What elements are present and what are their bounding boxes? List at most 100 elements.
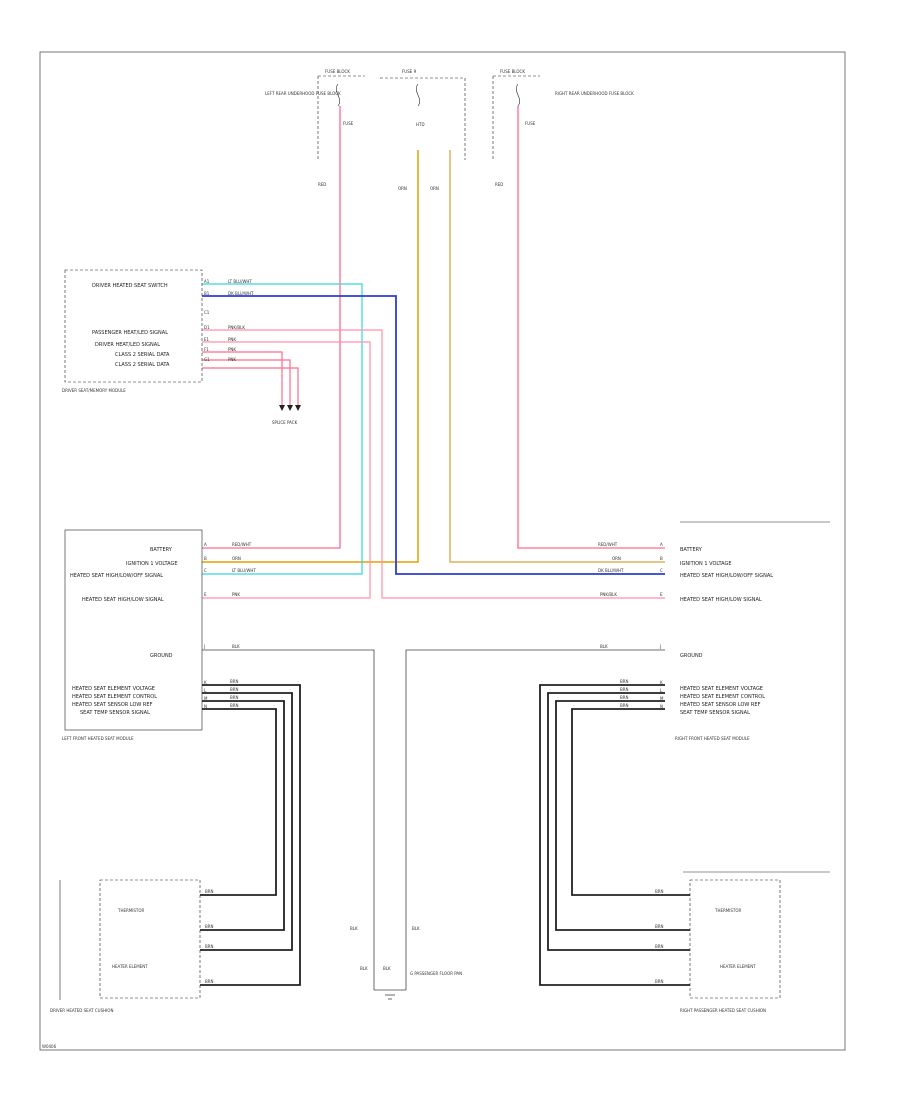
wire-pnk-passenger (202, 329, 665, 599)
svg-text:J: J (659, 644, 661, 649)
svg-text:BRN: BRN (205, 979, 214, 984)
svg-text:CLASS 2 SERIAL DATA: CLASS 2 SERIAL DATA (115, 362, 170, 368)
footer-code: W0406 (42, 1044, 57, 1049)
svg-text:C1: C1 (204, 310, 210, 315)
svg-text:HEATED SEAT HIGH/LOW SIGNAL: HEATED SEAT HIGH/LOW SIGNAL (82, 597, 164, 603)
module-top-title: DRIVER SEAT/MEMORY MODULE (62, 388, 126, 393)
seat-right-title: RIGHT PASSENGER HEATED SEAT CUSHION (680, 1008, 766, 1013)
svg-text:M: M (204, 696, 208, 701)
fuse-left-desc: LEFT REAR UNDERHOOD FUSE BLOCK (265, 91, 341, 96)
svg-text:DK BLU/WHT: DK BLU/WHT (598, 568, 624, 573)
svg-text:PNK: PNK (228, 347, 236, 352)
wire-label-3: ORN (430, 186, 439, 191)
svg-text:HEATED SEAT ELEMENT VOLTAGE: HEATED SEAT ELEMENT VOLTAGE (680, 686, 763, 692)
svg-text:ORN: ORN (612, 556, 621, 561)
module-left-title: LEFT FRONT HEATED SEAT MODULE (62, 736, 134, 741)
svg-text:PNK: PNK (232, 592, 240, 597)
svg-text:L: L (204, 688, 207, 693)
wire-label-1: RED (318, 182, 326, 187)
svg-text:FUSE 9: FUSE 9 (402, 69, 417, 74)
svg-text:THERMISTOR: THERMISTOR (714, 908, 742, 913)
svg-text:K: K (204, 680, 207, 685)
svg-text:BLK: BLK (383, 966, 391, 971)
svg-text:B1: B1 (204, 291, 210, 296)
svg-text:GROUND: GROUND (150, 653, 173, 659)
svg-text:BLK: BLK (412, 926, 420, 931)
fuse-right-desc: RIGHT REAR UNDERHOOD FUSE BLOCK (555, 91, 634, 96)
svg-text:BRN: BRN (620, 687, 629, 692)
svg-text:B: B (204, 556, 207, 561)
svg-text:PNK/BLK: PNK/BLK (600, 592, 617, 597)
wires-right-seat (539, 684, 690, 986)
svg-text:N: N (204, 704, 207, 709)
svg-text:BATTERY: BATTERY (150, 547, 173, 553)
wire-dk-blu-switch (202, 295, 665, 575)
svg-text:HEATED SEAT SENSOR LOW REF: HEATED SEAT SENSOR LOW REF (72, 702, 153, 708)
splice-pack-label: SPLICE PACK (272, 420, 298, 425)
svg-text:DRIVER HEAT/LED SIGNAL: DRIVER HEAT/LED SIGNAL (95, 342, 160, 348)
svg-text:BRN: BRN (655, 889, 664, 894)
svg-text:HEATER ELEMENT: HEATER ELEMENT (720, 964, 756, 969)
svg-text:RED/WHT: RED/WHT (598, 542, 618, 547)
svg-text:BRN: BRN (655, 924, 664, 929)
svg-text:D1: D1 (204, 325, 210, 330)
wire-ground-right (405, 649, 665, 990)
svg-text:BLK: BLK (232, 644, 240, 649)
svg-text:E1: E1 (204, 337, 210, 342)
svg-text:E: E (204, 592, 207, 597)
svg-text:ORN: ORN (232, 556, 241, 561)
svg-text:F1: F1 (204, 347, 209, 352)
svg-text:E: E (660, 592, 663, 597)
svg-text:THERMISTOR: THERMISTOR (117, 908, 145, 913)
wire-serial-1 (202, 351, 283, 405)
svg-text:PNK: PNK (228, 337, 236, 342)
ground-point: BLK BLK BLK BLK G PASSENGER FLOOR PAN (350, 926, 462, 1000)
svg-text:BRN: BRN (230, 679, 239, 684)
svg-text:IGNITION 1 VOLTAGE: IGNITION 1 VOLTAGE (126, 561, 178, 567)
svg-text:BRN: BRN (655, 979, 664, 984)
svg-text:BRN: BRN (620, 703, 629, 708)
svg-text:BRN: BRN (620, 695, 629, 700)
svg-text:A1: A1 (204, 279, 210, 284)
module-top-pin-labels: DRIVER HEATED SEAT SWITCH A1 LT BLU/WHT … (92, 279, 254, 368)
svg-text:A: A (204, 542, 207, 547)
svg-text:G1: G1 (204, 357, 210, 362)
svg-text:BRN: BRN (205, 944, 214, 949)
svg-text:FUSE BLOCK: FUSE BLOCK (500, 69, 525, 74)
svg-text:C: C (660, 568, 663, 573)
svg-text:A: A (660, 542, 663, 547)
svg-text:HTD: HTD (416, 122, 425, 127)
svg-text:FUSE BLOCK: FUSE BLOCK (325, 69, 350, 74)
svg-text:LT BLU/WHT: LT BLU/WHT (232, 568, 256, 573)
svg-text:B: B (660, 556, 663, 561)
wire-red-right-battery (517, 106, 665, 549)
svg-text:BRN: BRN (655, 944, 664, 949)
svg-text:HEATER ELEMENT: HEATER ELEMENT (112, 964, 148, 969)
fuse-block-right: FUSE BLOCK RIGHT REAR UNDERHOOD FUSE BLO… (492, 69, 634, 160)
svg-text:PNK/BLK: PNK/BLK (228, 325, 245, 330)
ground-title: G PASSENGER FLOOR PAN (410, 971, 462, 976)
svg-text:HEATED SEAT SENSOR LOW REF: HEATED SEAT SENSOR LOW REF (680, 702, 761, 708)
svg-text:HEATED SEAT HIGH/LOW/OFF SIGNA: HEATED SEAT HIGH/LOW/OFF SIGNAL (680, 573, 773, 579)
svg-text:N: N (660, 704, 663, 709)
seat-cushion-right: THERMISTOR HEATER ELEMENT RIGHT PASSENGE… (655, 871, 830, 1013)
wire-orange-ignition-left (202, 150, 419, 563)
svg-text:HEATED SEAT ELEMENT CONTROL: HEATED SEAT ELEMENT CONTROL (680, 694, 765, 700)
wire-pnk-driver (202, 341, 371, 599)
svg-text:GROUND: GROUND (680, 653, 703, 659)
wire-label-4: RED (495, 182, 503, 187)
svg-text:CLASS 2 SERIAL DATA: CLASS 2 SERIAL DATA (115, 352, 170, 358)
svg-text:SEAT TEMP SENSOR SIGNAL: SEAT TEMP SENSOR SIGNAL (680, 710, 750, 716)
svg-text:SEAT TEMP SENSOR SIGNAL: SEAT TEMP SENSOR SIGNAL (80, 710, 150, 716)
svg-text:PASSENGER HEAT/LED SIGNAL: PASSENGER HEAT/LED SIGNAL (92, 330, 168, 336)
svg-text:BRN: BRN (205, 924, 214, 929)
svg-text:BRN: BRN (230, 703, 239, 708)
svg-text:FUSE: FUSE (525, 121, 536, 126)
module-right-title: RIGHT FRONT HEATED SEAT MODULE (675, 736, 750, 741)
fuse-block-left: FUSE BLOCK LEFT REAR UNDERHOOD FUSE BLOC… (265, 69, 365, 160)
module-left-box (64, 529, 203, 731)
svg-text:DRIVER HEATED SEAT SWITCH: DRIVER HEATED SEAT SWITCH (92, 283, 168, 289)
wire-serial-3 (202, 367, 299, 405)
svg-text:HEATED SEAT ELEMENT VOLTAGE: HEATED SEAT ELEMENT VOLTAGE (72, 686, 155, 692)
